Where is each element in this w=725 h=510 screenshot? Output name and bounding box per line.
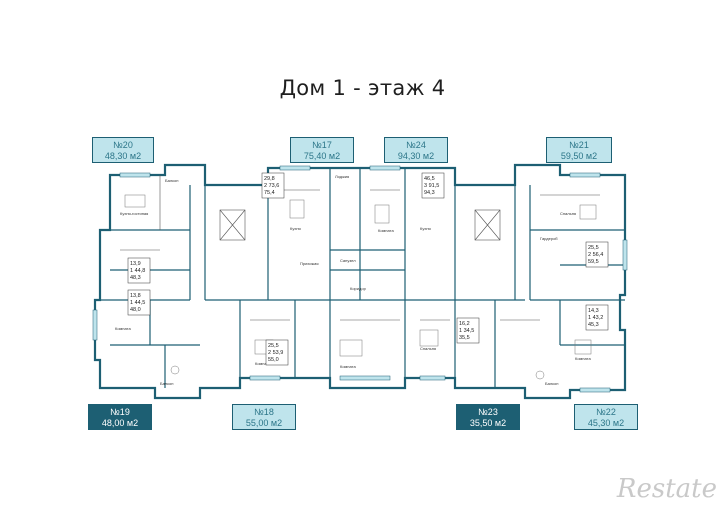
room-label: Лоджия xyxy=(335,174,349,179)
apartment-area: 45,30 м2 xyxy=(587,418,625,428)
apartment-badge-18[interactable]: №18 55,00 м2 xyxy=(232,404,296,430)
room-label: Гардероб xyxy=(540,236,558,241)
apartment-badge-17[interactable]: №17 75,40 м2 xyxy=(290,137,354,163)
room-label: Санузел xyxy=(340,258,356,263)
unit-box: 13,9 1 44,8 48,3 xyxy=(127,257,151,284)
svg-text:48,0: 48,0 xyxy=(130,307,141,313)
room-label: Кухня xyxy=(290,226,301,231)
apartment-number: №24 xyxy=(406,140,426,150)
svg-text:94,3: 94,3 xyxy=(424,190,435,196)
svg-text:25,5: 25,5 xyxy=(588,245,599,251)
room-label: Спальня xyxy=(420,346,436,351)
apartment-badge-19[interactable]: №19 48,00 м2 xyxy=(88,404,152,430)
svg-text:25,5: 25,5 xyxy=(268,343,279,349)
unit-box: 16,2 1 34,5 35,5 xyxy=(456,317,480,344)
room-label: Комната xyxy=(340,364,356,369)
svg-text:75,4: 75,4 xyxy=(264,190,275,196)
room-label: Кухня xyxy=(420,226,431,231)
apartment-area: 55,00 м2 xyxy=(245,418,283,428)
room-label: Комната xyxy=(115,326,131,331)
room-label: Коридор xyxy=(350,286,367,291)
room-label: Спальня xyxy=(560,211,576,216)
svg-text:2 56,4: 2 56,4 xyxy=(588,252,603,258)
apartment-number: №19 xyxy=(110,407,130,417)
apartment-number: №22 xyxy=(596,407,616,417)
room-label: Балкон xyxy=(160,381,173,386)
svg-text:14,3: 14,3 xyxy=(588,308,599,314)
svg-text:16,2: 16,2 xyxy=(459,321,470,327)
unit-box: 13,8 1 44,5 48,0 xyxy=(127,289,151,316)
unit-box: 46,5 3 91,5 94,3 xyxy=(421,172,445,199)
room-label: Кухня-гостиная xyxy=(120,211,148,216)
room-label: Балкон xyxy=(545,381,558,386)
apartment-area: 48,30 м2 xyxy=(104,151,142,161)
svg-text:3 91,5: 3 91,5 xyxy=(424,183,439,189)
apartment-area: 48,00 м2 xyxy=(101,418,139,428)
apartment-number: №18 xyxy=(254,407,274,417)
apartment-number: №21 xyxy=(569,140,589,150)
unit-box: 25,5 2 53,9 55,0 xyxy=(265,339,289,366)
svg-text:59,5: 59,5 xyxy=(588,259,599,265)
svg-text:13,8: 13,8 xyxy=(130,293,141,299)
room-label: Комната xyxy=(255,361,271,366)
svg-text:45,3: 45,3 xyxy=(588,322,599,328)
unit-box: 29,8 2 73,6 75,4 xyxy=(261,172,285,199)
apartment-number: №20 xyxy=(113,140,133,150)
apartment-badge-22[interactable]: №22 45,30 м2 xyxy=(574,404,638,430)
svg-text:1 44,8: 1 44,8 xyxy=(130,268,145,274)
room-label: Комната xyxy=(575,356,591,361)
svg-text:2 53,9: 2 53,9 xyxy=(268,350,283,356)
apartment-area: 94,30 м2 xyxy=(397,151,435,161)
svg-text:48,3: 48,3 xyxy=(130,275,141,281)
room-label: Балкон xyxy=(165,178,178,183)
apartment-area: 35,50 м2 xyxy=(469,418,507,428)
svg-text:2 73,6: 2 73,6 xyxy=(264,183,279,189)
unit-box: 25,5 2 56,4 59,5 xyxy=(585,241,609,268)
svg-text:55,0: 55,0 xyxy=(268,357,279,363)
apartment-badge-24[interactable]: №24 94,30 м2 xyxy=(384,137,448,163)
unit-box: 14,3 1 43,2 45,3 xyxy=(585,304,609,331)
apartment-badge-21[interactable]: №21 59,50 м2 xyxy=(546,137,612,163)
svg-text:1 34,5: 1 34,5 xyxy=(459,328,474,334)
svg-text:1 43,2: 1 43,2 xyxy=(588,315,603,321)
apartment-number: №23 xyxy=(478,407,498,417)
apartment-area: 59,50 м2 xyxy=(560,151,598,161)
room-label: Прихожая xyxy=(300,261,319,266)
apartment-badge-23[interactable]: №23 35,50 м2 xyxy=(456,404,520,430)
apartment-badge-20[interactable]: №20 48,30 м2 xyxy=(92,137,154,163)
svg-text:13,9: 13,9 xyxy=(130,261,141,267)
svg-text:35,5: 35,5 xyxy=(459,335,470,341)
apartment-area: 75,40 м2 xyxy=(303,151,341,161)
svg-text:1 44,5: 1 44,5 xyxy=(130,300,145,306)
svg-text:46,5: 46,5 xyxy=(424,176,435,182)
svg-text:29,8: 29,8 xyxy=(264,176,275,182)
room-label: Комната xyxy=(378,228,394,233)
watermark-logo: Restate xyxy=(616,474,717,504)
apartment-number: №17 xyxy=(312,140,332,150)
page-title: Дом 1 - этаж 4 xyxy=(279,76,446,100)
